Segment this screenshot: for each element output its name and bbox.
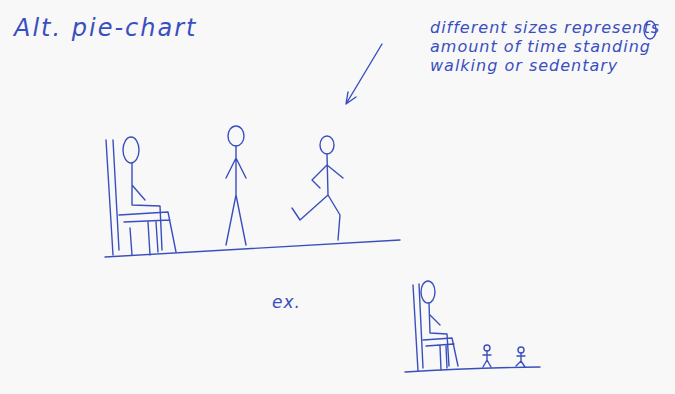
sitting-figure [106, 137, 176, 255]
running-figure-small [516, 347, 525, 367]
annotation-note: different sizes represents amount of tim… [430, 18, 666, 76]
standing-figure-small [483, 345, 491, 367]
leader-arrow [346, 44, 382, 104]
diagram-title: Alt. pie-chart [14, 14, 197, 43]
example-label: ex. [272, 292, 301, 312]
sitting-figure-small [413, 281, 458, 371]
running-figure [292, 136, 343, 240]
ground-line [405, 367, 540, 372]
standing-figure [226, 126, 246, 245]
